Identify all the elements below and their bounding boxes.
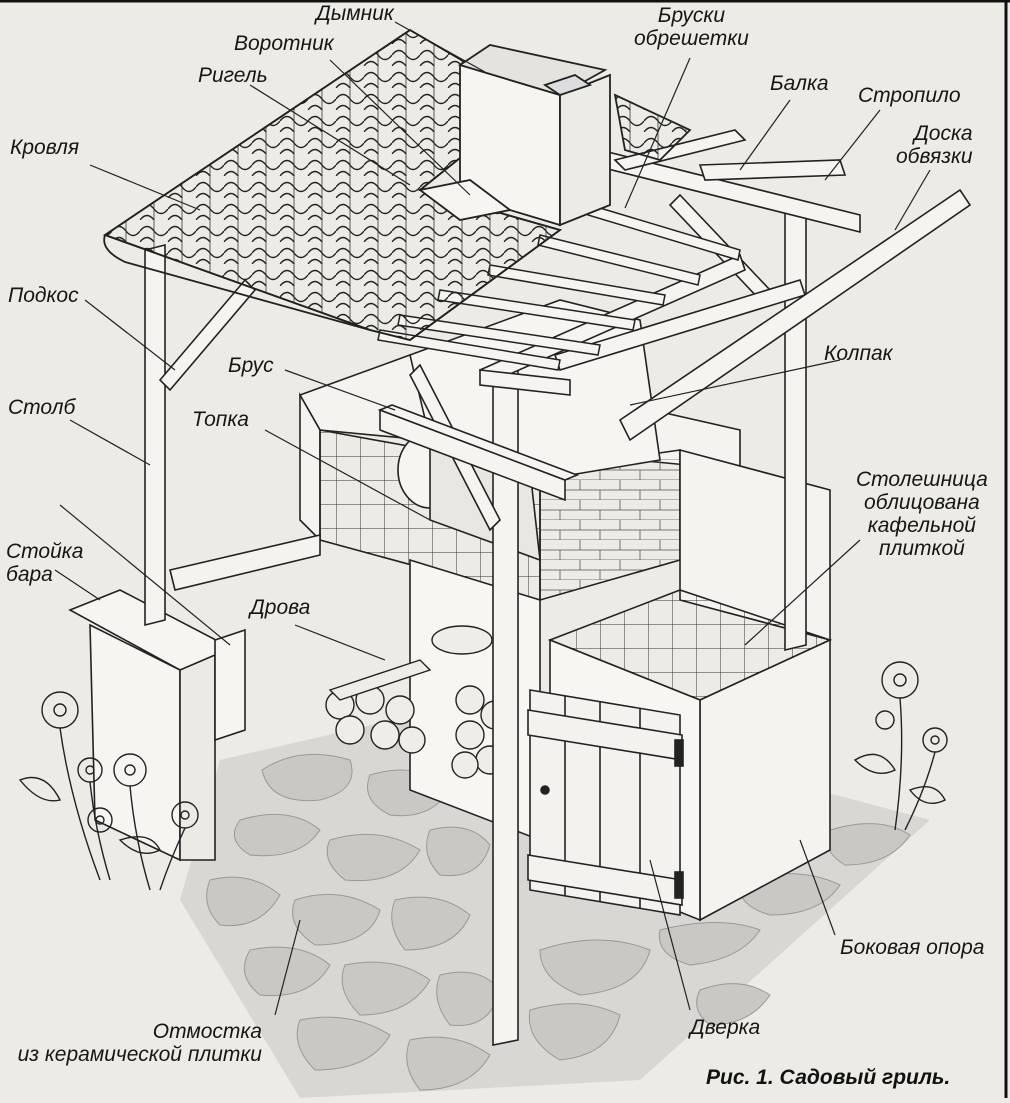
label-timber: Брус bbox=[228, 354, 274, 377]
leader-lines bbox=[54, 21, 931, 1016]
battens bbox=[377, 204, 741, 371]
label-tie-board: Доска обвязки bbox=[896, 122, 973, 168]
door bbox=[527, 689, 684, 916]
label-crossbar: Ригель bbox=[198, 64, 268, 87]
flowers-right bbox=[853, 661, 948, 831]
label-chimney: Дымник bbox=[316, 2, 394, 25]
label-paving: Отмостка из керамической плитки bbox=[17, 1020, 262, 1066]
label-rafter: Стропило bbox=[858, 84, 961, 107]
base-rail bbox=[169, 533, 321, 591]
label-side-support: Боковая опора bbox=[840, 936, 985, 959]
label-beam: Балка bbox=[770, 72, 829, 95]
flowers-left bbox=[18, 691, 199, 891]
posts bbox=[144, 203, 807, 1046]
paving-stones bbox=[180, 700, 930, 1098]
timber-crossbar bbox=[377, 404, 580, 502]
label-bar-stand: Стойка бара bbox=[6, 540, 84, 586]
label-battens: Бруски обрешетки bbox=[634, 4, 749, 50]
label-hood: Колпак bbox=[824, 342, 893, 365]
label-firewood: Дрова bbox=[250, 596, 311, 619]
label-door: Дверка bbox=[690, 1016, 761, 1039]
bar-stand bbox=[68, 589, 246, 862]
figure-caption: Рис. 1. Садовый гриль. bbox=[706, 1066, 951, 1089]
label-firebox: Топка bbox=[192, 408, 249, 431]
label-collar: Воротник bbox=[234, 32, 334, 55]
roof-frame bbox=[479, 129, 972, 442]
label-countertop: Столешница облицована кафельной плиткой bbox=[856, 468, 988, 560]
label-brace: Подкос bbox=[8, 284, 79, 307]
label-roofing: Кровля bbox=[10, 136, 80, 159]
chimney bbox=[417, 44, 611, 227]
firewood-stack bbox=[325, 625, 510, 779]
label-post: Столб bbox=[8, 396, 76, 419]
